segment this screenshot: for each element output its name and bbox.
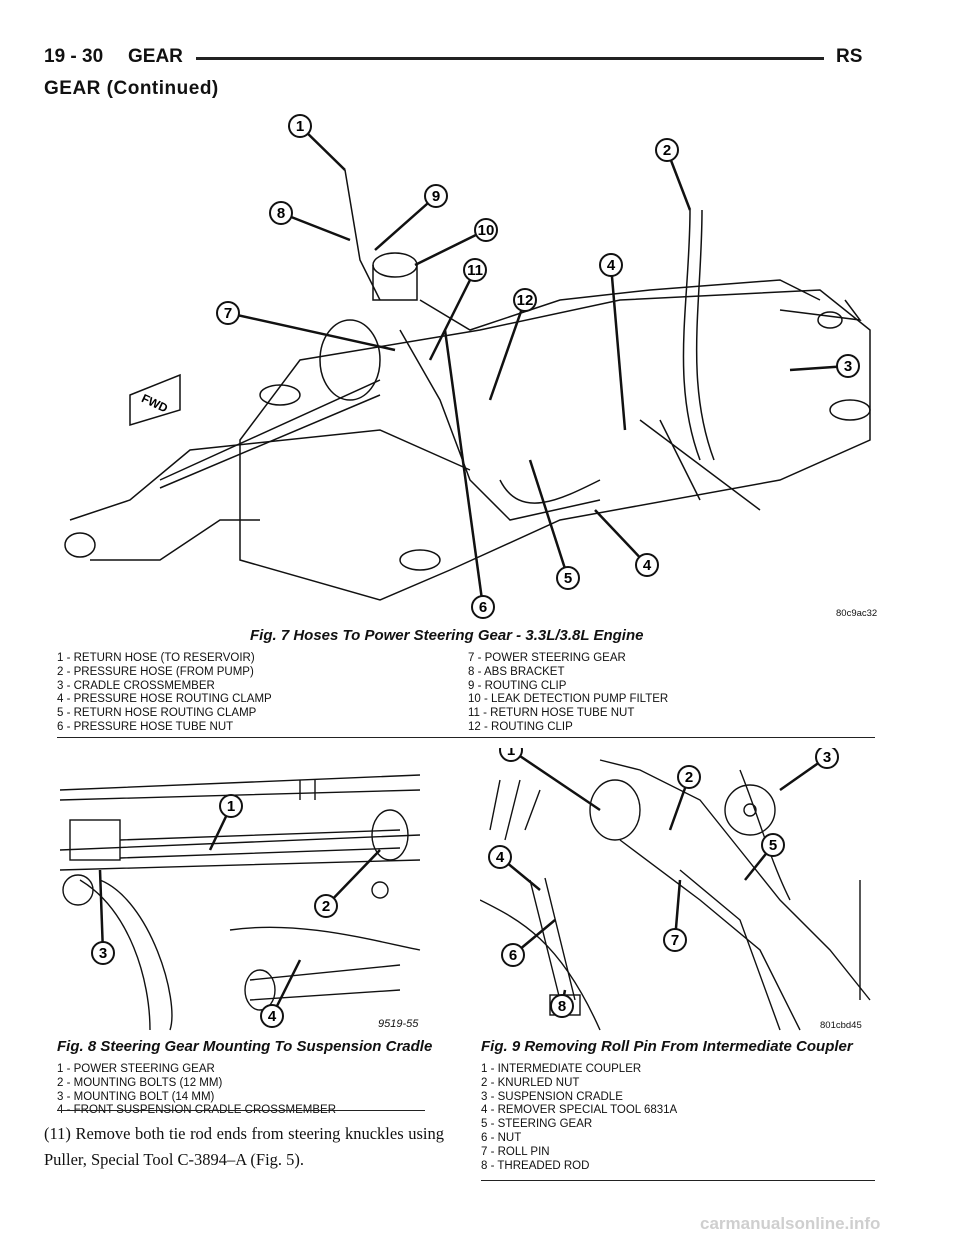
procedure-step-11: (11) Remove both tie rod ends from steer… xyxy=(44,1124,444,1169)
fwd-label: FWD xyxy=(139,391,170,415)
legend-item: 7 - ROLL PIN xyxy=(481,1145,550,1158)
callout-4: 4 xyxy=(599,253,627,431)
callout-3: 3 xyxy=(789,354,860,378)
header-rule xyxy=(196,57,824,60)
callout-1: 1 xyxy=(499,748,601,812)
svg-text:5: 5 xyxy=(769,837,777,854)
callout-12: 12 xyxy=(488,288,537,401)
svg-text:6: 6 xyxy=(509,947,517,964)
svg-text:7: 7 xyxy=(671,932,679,949)
callout-7: 7 xyxy=(216,301,396,352)
svg-text:4: 4 xyxy=(496,849,505,866)
svg-text:2: 2 xyxy=(663,142,671,159)
callout-6: 6 xyxy=(501,919,556,967)
svg-text:11: 11 xyxy=(467,262,483,279)
svg-text:1: 1 xyxy=(507,748,515,759)
legend-item: 3 - CRADLE CROSSMEMBER xyxy=(57,679,215,692)
callout-6: 6 xyxy=(443,329,495,619)
fig9-illustration: 1 2 3 4 5 6 7 8 xyxy=(480,748,871,1031)
legend-item: 4 - FRONT SUSPENSION CRADLE CROSSMEMBER xyxy=(57,1104,337,1117)
legend-item: 7 - POWER STEERING GEAR xyxy=(468,652,626,664)
fig7-rule xyxy=(57,737,875,738)
legend-item: 1 - RETURN HOSE (TO RESERVOIR) xyxy=(57,652,255,664)
section-title: GEAR xyxy=(128,46,183,67)
legend-item: 11 - RETURN HOSE TUBE NUT xyxy=(468,707,635,720)
svg-text:12: 12 xyxy=(517,292,534,309)
callout-8: 8 xyxy=(269,201,351,242)
callout-2: 2 xyxy=(668,765,701,831)
fig7-caption: Fig. 7 Hoses To Power Steering Gear - 3.… xyxy=(250,627,644,644)
fig8-caption: Fig. 8 Steering Gear Mounting To Suspens… xyxy=(57,1038,433,1055)
svg-text:10: 10 xyxy=(478,222,495,239)
svg-text:6: 6 xyxy=(479,599,487,616)
svg-text:4: 4 xyxy=(607,257,616,274)
fig7-legend-left: 1 - RETURN HOSE (TO RESERVOIR)2 - PRESSU… xyxy=(57,652,272,735)
svg-text:4: 4 xyxy=(268,1008,277,1025)
svg-text:2: 2 xyxy=(322,898,330,915)
fig7-image-code: 80c9ac32 xyxy=(836,608,878,619)
legend-item: 2 - MOUNTING BOLTS (12 MM) xyxy=(57,1076,223,1089)
fig8-illustration: 1 2 3 4 xyxy=(59,774,421,1031)
legend-item: 1 - POWER STEERING GEAR xyxy=(57,1063,215,1075)
callout-5: 5 xyxy=(528,459,580,590)
fig9-image-code: 801cbd45 xyxy=(820,1020,862,1031)
svg-text:3: 3 xyxy=(823,749,831,766)
svg-text:8: 8 xyxy=(277,205,285,222)
model-code: RS xyxy=(836,46,863,67)
fig9-rule xyxy=(481,1180,875,1181)
svg-text:8: 8 xyxy=(558,998,566,1015)
callout-11: 11 xyxy=(428,258,487,361)
callout-3: 3 xyxy=(91,869,115,965)
callout-2: 2 xyxy=(314,849,381,918)
legend-item: 5 - RETURN HOSE ROUTING CLAMP xyxy=(57,707,257,720)
fig8-image-code: 9519-55 xyxy=(378,1018,419,1030)
callout-4: 4 xyxy=(488,845,541,891)
legend-item: 4 - PRESSURE HOSE ROUTING CLAMP xyxy=(57,693,272,706)
legend-item: 8 - ABS BRACKET xyxy=(468,665,565,678)
legend-item: 3 - MOUNTING BOLT (14 MM) xyxy=(57,1090,215,1103)
subheading: GEAR (Continued) xyxy=(44,78,219,99)
legend-item: 2 - PRESSURE HOSE (FROM PUMP) xyxy=(57,665,254,678)
svg-text:3: 3 xyxy=(99,945,107,962)
callout-10: 10 xyxy=(414,218,498,267)
page-number: 19 - 30 xyxy=(44,46,104,67)
callout-9: 9 xyxy=(374,184,448,251)
callout-1: 1 xyxy=(288,114,346,171)
svg-text:4: 4 xyxy=(643,557,652,574)
callout-7: 7 xyxy=(663,879,687,952)
callout-3: 3 xyxy=(779,748,839,792)
svg-text:1: 1 xyxy=(296,118,304,135)
svg-text:2: 2 xyxy=(685,769,693,786)
callout-2: 2 xyxy=(655,138,692,211)
svg-text:7: 7 xyxy=(224,305,232,322)
legend-item: 12 - ROUTING CLIP xyxy=(468,720,573,733)
fig8-rule xyxy=(57,1110,425,1111)
legend-item: 5 - STEERING GEAR xyxy=(481,1118,593,1131)
legend-item: 1 - INTERMEDIATE COUPLER xyxy=(481,1063,642,1075)
callout-4: 4 xyxy=(594,509,659,577)
legend-item: 6 - PRESSURE HOSE TUBE NUT xyxy=(57,720,234,733)
callout-5: 5 xyxy=(744,833,785,881)
callout-4: 4 xyxy=(260,959,302,1028)
svg-text:5: 5 xyxy=(564,570,572,587)
svg-text:9: 9 xyxy=(432,188,440,205)
callout-8: 8 xyxy=(550,989,574,1018)
legend-item: 8 - THREADED ROD xyxy=(481,1159,590,1172)
legend-item: 2 - KNURLED NUT xyxy=(481,1076,580,1089)
legend-item: 9 - ROUTING CLIP xyxy=(468,679,567,692)
fig9-caption: Fig. 9 Removing Roll Pin From Intermedia… xyxy=(481,1038,853,1055)
svg-text:3: 3 xyxy=(844,358,852,375)
legend-item: 3 - SUSPENSION CRADLE xyxy=(481,1090,623,1103)
legend-item: 4 - REMOVER SPECIAL TOOL 6831A xyxy=(481,1104,678,1117)
legend-item: 10 - LEAK DETECTION PUMP FILTER xyxy=(468,693,669,706)
svg-text:1: 1 xyxy=(227,798,235,815)
watermark: carmanualsonline.info xyxy=(700,1214,881,1233)
legend-item: 6 - NUT xyxy=(481,1131,522,1144)
callout-1: 1 xyxy=(208,794,243,851)
